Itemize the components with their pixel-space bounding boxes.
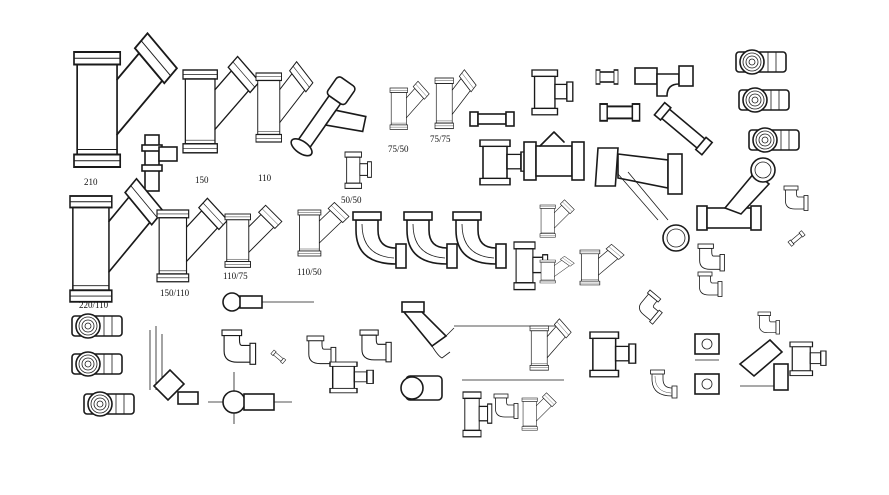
wye-fitting-icon [290,76,367,157]
size-label-110-50: 110/50 [297,267,322,277]
coupling-icon [469,111,515,127]
coupling-icon [222,292,314,312]
tee-fitting-icon [589,331,637,378]
elbow-fitting-icon [697,271,723,297]
elbow-fitting-icon [306,335,337,366]
size-label-50-50: 50/50 [341,195,362,205]
tee-fitting-icon [523,131,585,181]
tee-fitting-icon [149,326,199,405]
wye-fitting-icon [521,392,557,431]
end-view-icon [738,87,790,113]
tee-fitting-icon [329,361,374,394]
tee-fitting-icon [479,139,529,186]
wye-fitting-icon [182,55,261,154]
coupling-icon [595,69,619,85]
size-label-220-110: 220/110 [79,300,109,310]
wye-fitting-icon [738,338,789,391]
tee-fitting-icon [344,151,372,189]
tee-fitting-icon [462,391,493,438]
tee-fitting-icon [789,341,827,377]
size-label-75-75: 75/75 [430,134,451,144]
elbow-fitting-icon [352,211,407,269]
coupling-icon [270,349,287,364]
coupling-icon [141,134,178,192]
elbow-fitting-icon [633,289,669,325]
elbow-fitting-icon [452,211,507,269]
wye-fitting-icon [156,197,229,283]
size-label-110: 110 [258,173,272,183]
coupling-icon [694,333,720,361]
end-view-icon [83,391,135,417]
size-label-75-50: 75/50 [388,144,409,154]
elbow-fitting-icon [697,243,725,272]
coupling-icon [787,230,806,247]
coupling-icon [599,103,641,122]
elbow-fitting-icon [221,329,257,365]
end-view-icon [748,127,800,153]
elbow-fitting-icon [403,211,458,269]
wye-fitting-icon [297,202,350,257]
size-label-150-110: 150/110 [160,288,190,298]
wye-fitting-icon [539,199,575,238]
elbow-fitting-icon [634,65,694,97]
tee-fitting-icon [531,69,574,116]
elbow-fitting-icon [359,329,392,363]
wye-fitting-icon [579,243,625,286]
coupling-icon [694,373,720,395]
end-view-icon [735,49,787,75]
wye-fitting-icon [696,157,776,231]
wye-fitting-icon [224,204,283,268]
elbow-fitting-icon [653,101,714,156]
wye-fitting-icon [389,80,430,130]
elbow-fitting-icon [757,311,780,335]
elbow-fitting-icon [493,393,519,419]
end-view-icon [71,351,123,377]
elbow-fitting-icon [650,369,678,399]
wye-fitting-icon [594,147,690,252]
size-label-150: 150 [195,175,209,185]
end-view-icon [400,375,443,401]
size-label-210: 210 [84,177,98,187]
elbow-fitting-icon [783,185,809,211]
size-label-110-75: 110/75 [223,271,248,281]
end-view-icon [71,313,123,339]
wye-fitting-icon [69,177,165,303]
wye-fitting-icon [539,255,575,284]
coupling-icon [208,372,292,424]
wye-fitting-icon [529,318,572,371]
elbow-fitting-icon [401,301,455,359]
